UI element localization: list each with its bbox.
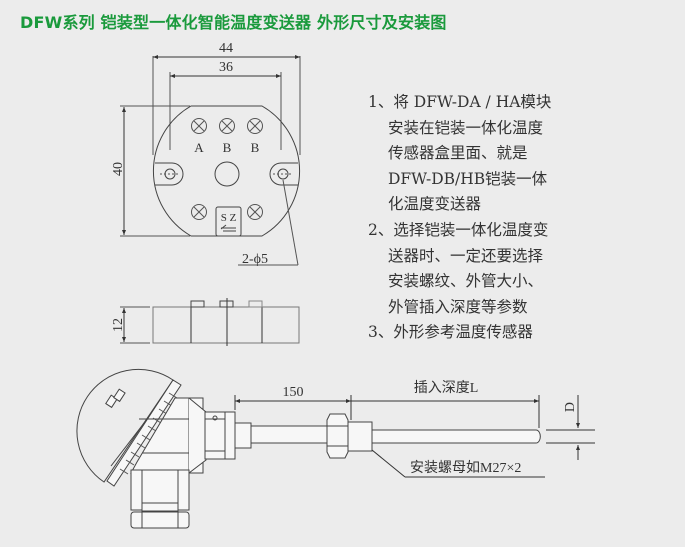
dim-150: 150 (283, 385, 304, 400)
terminal-label-b2: B (251, 140, 260, 155)
dim-12: 12 (111, 318, 126, 332)
sensor-dimensions (234, 395, 595, 478)
hole-callout: 2-ϕ5 (242, 252, 268, 267)
dim-36: 36 (219, 60, 233, 75)
note-line: 安装在铠装一体化温度 (388, 118, 544, 137)
page-title: DFW系列 铠装型一体化智能温度变送器 外形尺寸及安装图 (20, 13, 447, 32)
terminal-label-b1: B (223, 140, 232, 155)
note-line: 安装螺纹、外管大小、 (388, 272, 544, 291)
side-view (120, 298, 300, 346)
note-line: DFW-DB/HB铠装一体 (388, 169, 548, 188)
sensor-labels: 150 插入深度L D 安装螺母如M27×2 (283, 380, 579, 476)
dim-40: 40 (111, 162, 126, 176)
nut-callout: 安装螺母如M27×2 (410, 460, 521, 476)
notes-list: 1、将 DFW-DA / HA模块 安装在铠装一体化温度 传感器盒里面、就是 D… (368, 90, 551, 346)
note-line: 化温度变送器 (388, 195, 482, 214)
note-line: 2、选择铠装一体化温度变 (368, 220, 549, 239)
dim-44: 44 (219, 41, 233, 56)
top-view (120, 55, 301, 266)
note-line: 3、外形参考温度传感器 (368, 323, 533, 342)
note-line: 传感器盒里面、就是 (388, 144, 528, 163)
note-line: 1、将 DFW-DA / HA模块 (368, 93, 552, 111)
insert-depth-label: 插入深度L (414, 380, 479, 396)
note-line: 送器时、一定还要选择 (388, 246, 544, 265)
terminal-label-a: A (194, 140, 204, 155)
top-view-labels: 44 36 40 A B B S Z 2-ϕ5 (111, 41, 268, 267)
diameter-label: D (563, 402, 578, 412)
note-line: 外管插入深度等参数 (388, 297, 528, 316)
sz-label: S Z (221, 212, 237, 224)
terminal-screw-icon (191, 118, 263, 220)
sensor-view (76, 368, 541, 529)
